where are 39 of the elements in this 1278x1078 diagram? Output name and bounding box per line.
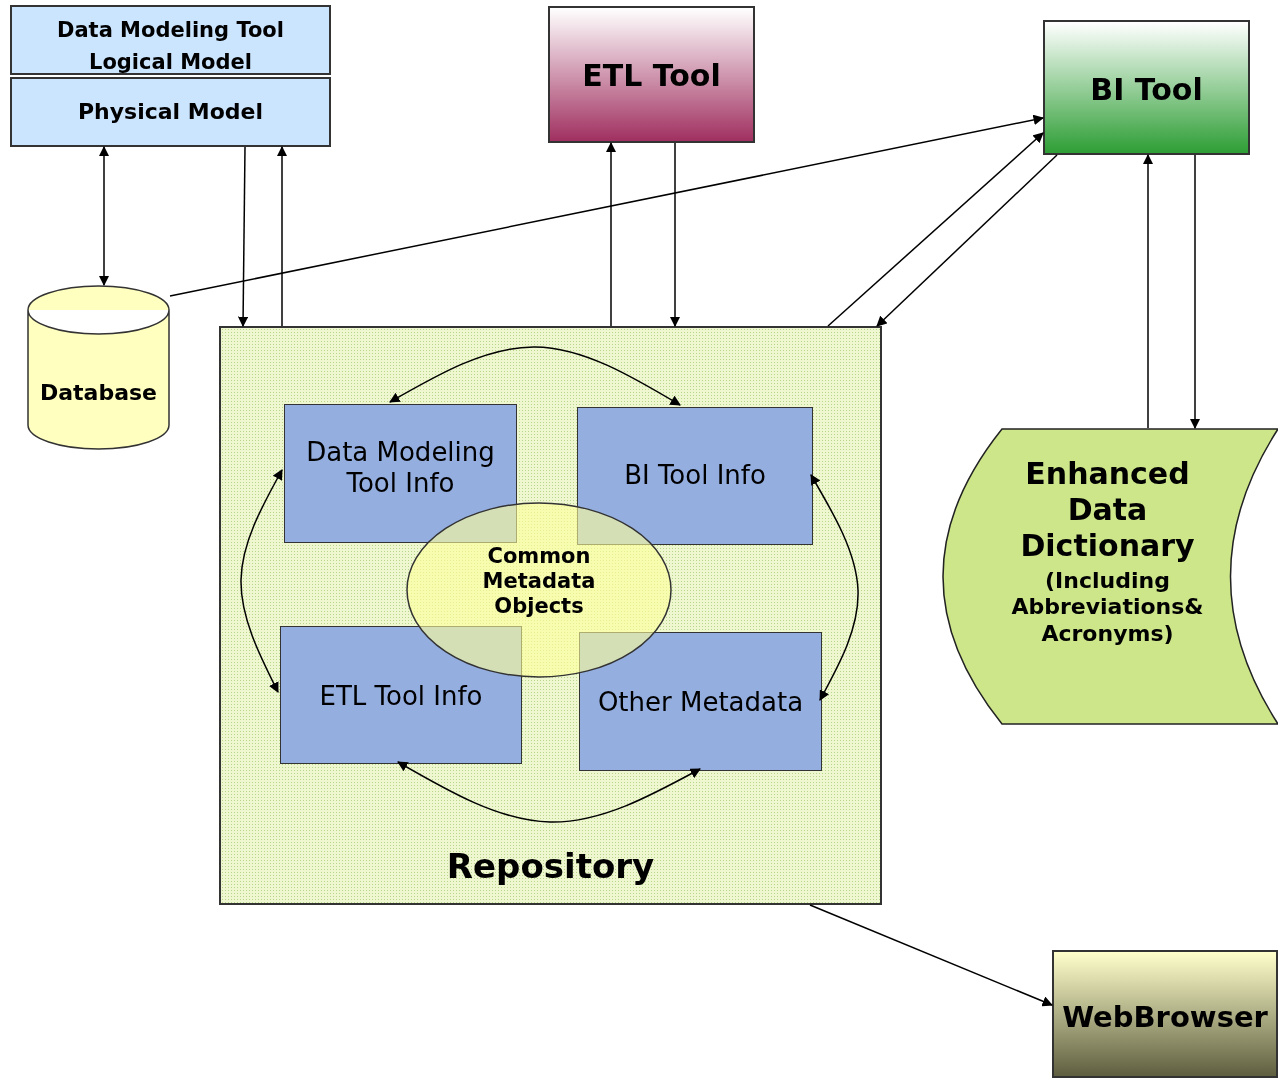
node-label: WebBrowser	[1061, 1000, 1269, 1035]
info-box	[280, 626, 522, 764]
arrow	[389, 346, 681, 406]
tool-box	[548, 6, 755, 143]
info-box	[579, 632, 822, 771]
arrow	[809, 904, 1053, 1007]
arrow	[669, 142, 681, 328]
info-box	[577, 407, 813, 545]
node-label: (Including Abbreviations& Acronyms)	[1010, 568, 1205, 648]
node-label: BI Tool Info	[623, 460, 767, 492]
arrow	[276, 145, 288, 327]
arrow	[240, 469, 283, 693]
node-label: Database	[38, 380, 159, 407]
node-label: Physical Model	[76, 99, 265, 126]
model-box	[10, 77, 331, 147]
arrow	[237, 146, 249, 328]
node-label: ETL Tool	[581, 58, 722, 94]
node-label: ETL Tool Info	[318, 681, 484, 713]
arrow	[810, 474, 859, 701]
node-label: BI Tool	[1089, 72, 1204, 108]
arrow	[1142, 153, 1154, 429]
arrow	[876, 154, 1058, 327]
node-label: Other Metadata	[596, 687, 805, 719]
node-label: Repository	[445, 846, 656, 887]
tool-box	[1043, 20, 1250, 155]
arrow	[397, 761, 701, 823]
arrow	[605, 141, 617, 327]
node-label: Common Metadata Objects	[481, 544, 597, 620]
heading-text: Enhanced Data Dictionary	[1019, 456, 1196, 564]
browser-box	[1052, 950, 1278, 1078]
model-box	[10, 5, 331, 75]
node-label: Data Modeling Tool Logical Model	[56, 17, 285, 76]
arrow	[169, 114, 1045, 297]
arrow	[1189, 154, 1201, 430]
node-label: Data Modeling Tool Info	[305, 437, 496, 500]
repository-panel	[219, 326, 882, 905]
info-box	[284, 404, 517, 543]
arrow	[98, 145, 110, 287]
arrow	[827, 132, 1044, 327]
